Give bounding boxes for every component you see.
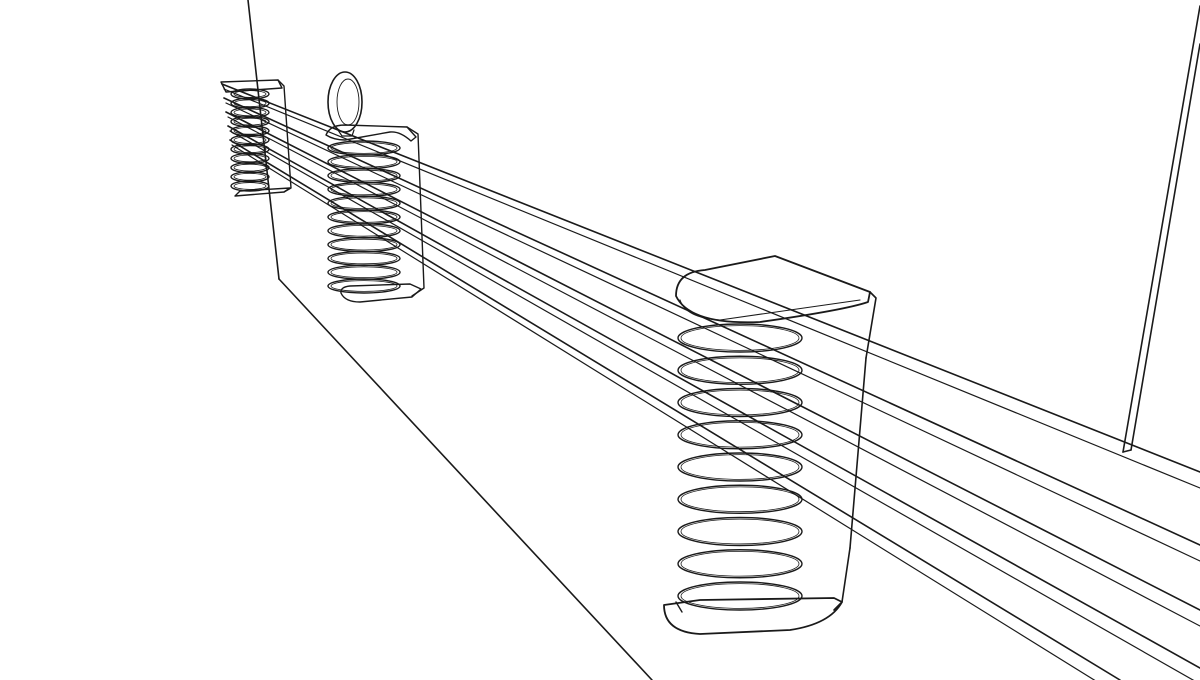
spring-coil-inner [330, 225, 398, 237]
spring-coil-turn [327, 195, 401, 211]
mount-front-top-plate-edge [679, 299, 861, 321]
spring-coil-inner [680, 357, 800, 384]
spring-coil-inner [233, 136, 267, 144]
wire [221, 83, 1200, 489]
door-frame-foot [1122, 449, 1132, 453]
spring-coil-inner [233, 173, 267, 181]
spring-coil-turn [677, 452, 803, 482]
spring-coil-turn [230, 152, 270, 165]
spring-coil-inner [330, 238, 398, 251]
spring-coil-inner [680, 518, 800, 545]
mount-front-bracket-side [849, 357, 867, 549]
spring-coil-inner [680, 389, 800, 416]
mount-left-top-plate [220, 79, 283, 93]
spring-coil-inner [330, 197, 398, 210]
spring-coil-turn [677, 420, 803, 450]
wire-edge-lower [231, 144, 1096, 680]
mount-front-bottom-plate [663, 597, 843, 635]
spring-coil-inner [233, 154, 267, 163]
knob [327, 71, 363, 133]
spring-coil-inner [330, 142, 398, 154]
wire-edge-lower [227, 116, 1200, 627]
mount-front-bracket-upper [865, 291, 877, 359]
spring-coil-inner [330, 169, 398, 182]
spring-coil-turn [677, 549, 803, 579]
mount-middle-bottom-plate [340, 283, 422, 303]
background-structure [247, 0, 1200, 680]
spring-coil-inner [233, 127, 267, 135]
knob-highlight [336, 78, 360, 126]
wire-edge-lower [225, 102, 1200, 562]
spring-coil-inner [233, 90, 267, 98]
parallel-wires [221, 83, 1200, 680]
mount-front-bracket-lower [833, 547, 851, 611]
mount-front-spring [677, 323, 803, 611]
wire [227, 125, 1200, 680]
spring-coil-turn [230, 171, 270, 183]
spring-coil-inner [233, 108, 267, 117]
rear-mounts [220, 71, 425, 303]
spring-coil-inner [680, 486, 800, 513]
wire-edge-lower [223, 88, 1200, 489]
wire-edge-upper [221, 83, 1200, 473]
wire [229, 139, 1121, 680]
spring-coil-turn [327, 236, 401, 253]
spring-coil-turn [677, 355, 803, 385]
wire [225, 111, 1200, 627]
spring-coil-inner [680, 583, 800, 609]
wire-edge-upper [229, 139, 1121, 680]
spring-coil-turn [327, 140, 401, 156]
knob-stem [337, 129, 355, 137]
wire-edge-upper [223, 97, 1200, 546]
spring-coil-inner [330, 183, 398, 196]
spring-coil-inner [330, 280, 398, 292]
wire-edge-upper [225, 111, 1200, 611]
spring-coil-inner [233, 163, 267, 172]
mount-left-bottom-plate [234, 187, 291, 197]
spring-coil-inner [680, 454, 800, 480]
wire [223, 97, 1200, 562]
spring-coil-turn [677, 484, 803, 514]
spring-coil-turn [327, 250, 401, 267]
spring-coil-turn [677, 323, 803, 353]
spring-coil-turn [677, 516, 803, 547]
spring-coil-turn [327, 181, 401, 198]
wire-edge-lower [229, 130, 1195, 680]
spring-coil-turn [230, 115, 270, 128]
spring-coil-inner [330, 211, 398, 223]
door-frame-inner [1130, 43, 1200, 451]
spring-end-hook [675, 601, 683, 613]
spring-coil-turn [230, 125, 270, 137]
spring-coil-turn [327, 264, 401, 280]
spring-coil-inner [233, 182, 267, 190]
spring-coil-turn [327, 278, 401, 294]
front-mount [663, 255, 877, 635]
spring-coil-turn [230, 180, 270, 192]
wire-edge-upper [227, 125, 1200, 669]
spring-coil-inner [680, 325, 800, 351]
spring-mount-front [663, 255, 877, 635]
spring-coil-turn [677, 581, 803, 611]
spring-coil-turn [677, 387, 803, 418]
mount-middle-spring [327, 140, 401, 294]
spring-coil-inner [330, 266, 398, 279]
door-frame-outer [1122, 5, 1200, 453]
spring-coil-inner [680, 550, 800, 577]
spring-coil-turn [230, 106, 270, 119]
mount-front-top-plate [675, 255, 871, 324]
spring-coil-inner [330, 252, 398, 265]
wall-vertical-edge [247, 0, 280, 280]
spring-mount-middle [325, 71, 425, 303]
floor-edge [278, 278, 653, 680]
spring-coil-inner [680, 421, 800, 448]
spring-coil-inner [330, 156, 398, 168]
